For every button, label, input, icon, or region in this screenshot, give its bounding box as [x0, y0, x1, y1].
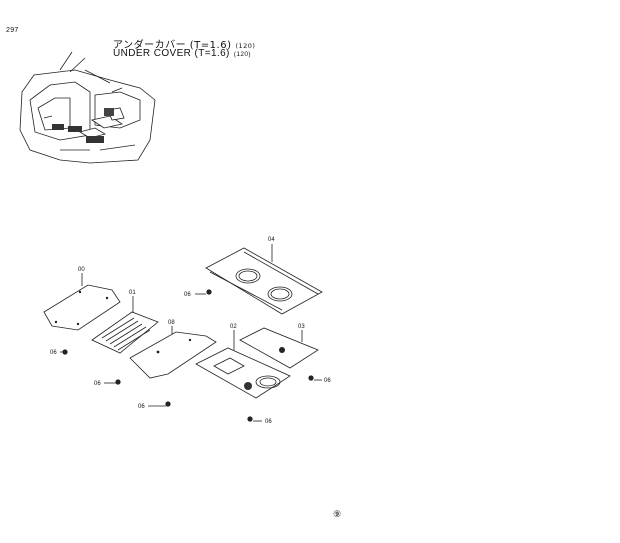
callout-04: 04 [268, 237, 275, 243]
title-english-text: UNDER COVER (T=1.6) [113, 48, 230, 59]
title-japanese-text: アンダーカバー (T=1.6) [113, 40, 232, 51]
machine-key-view [19, 51, 156, 164]
bolts-06: 06 06 06 06 06 06 [50, 289, 331, 425]
title-code: (120) [235, 42, 256, 50]
callout-02: 02 [230, 324, 237, 330]
title-japanese: アンダーカバー (T=1.6)(120) [113, 36, 255, 51]
callout-06-3: 06 [94, 381, 101, 387]
title-code-en: (120) [233, 51, 251, 58]
callout-00: 00 [78, 267, 85, 273]
bolt-2: 06 [50, 349, 68, 356]
title-english: UNDER COVER (T=1.6)(120) [113, 48, 251, 59]
bolt-3: 06 [94, 379, 121, 387]
part-04-cover: 04 [205, 237, 323, 315]
page-number: 297 [6, 27, 19, 34]
callout-01: 01 [129, 290, 136, 296]
bolt-1: 06 [184, 289, 212, 298]
callout-06-4: 06 [138, 404, 145, 410]
callout-08: 08 [168, 320, 175, 326]
callout-06-5: 06 [265, 419, 272, 425]
callout-06-2: 06 [50, 350, 57, 356]
part-08-cover: 08 [129, 320, 217, 379]
bolt-6: 06 [308, 375, 331, 384]
part-03-cover: 03 [239, 324, 319, 369]
callout-03: 03 [298, 324, 305, 330]
callout-06-6: 06 [324, 378, 331, 384]
part-02-cover: 02 [195, 324, 291, 399]
page-mark: ⑨ [333, 509, 342, 519]
bolt-5: 06 [247, 416, 272, 425]
part-00-cover: 00 [43, 267, 121, 331]
bolt-4: 06 [138, 401, 171, 410]
part-01-grille: 01 [91, 290, 159, 354]
callout-06-1: 06 [184, 292, 191, 298]
